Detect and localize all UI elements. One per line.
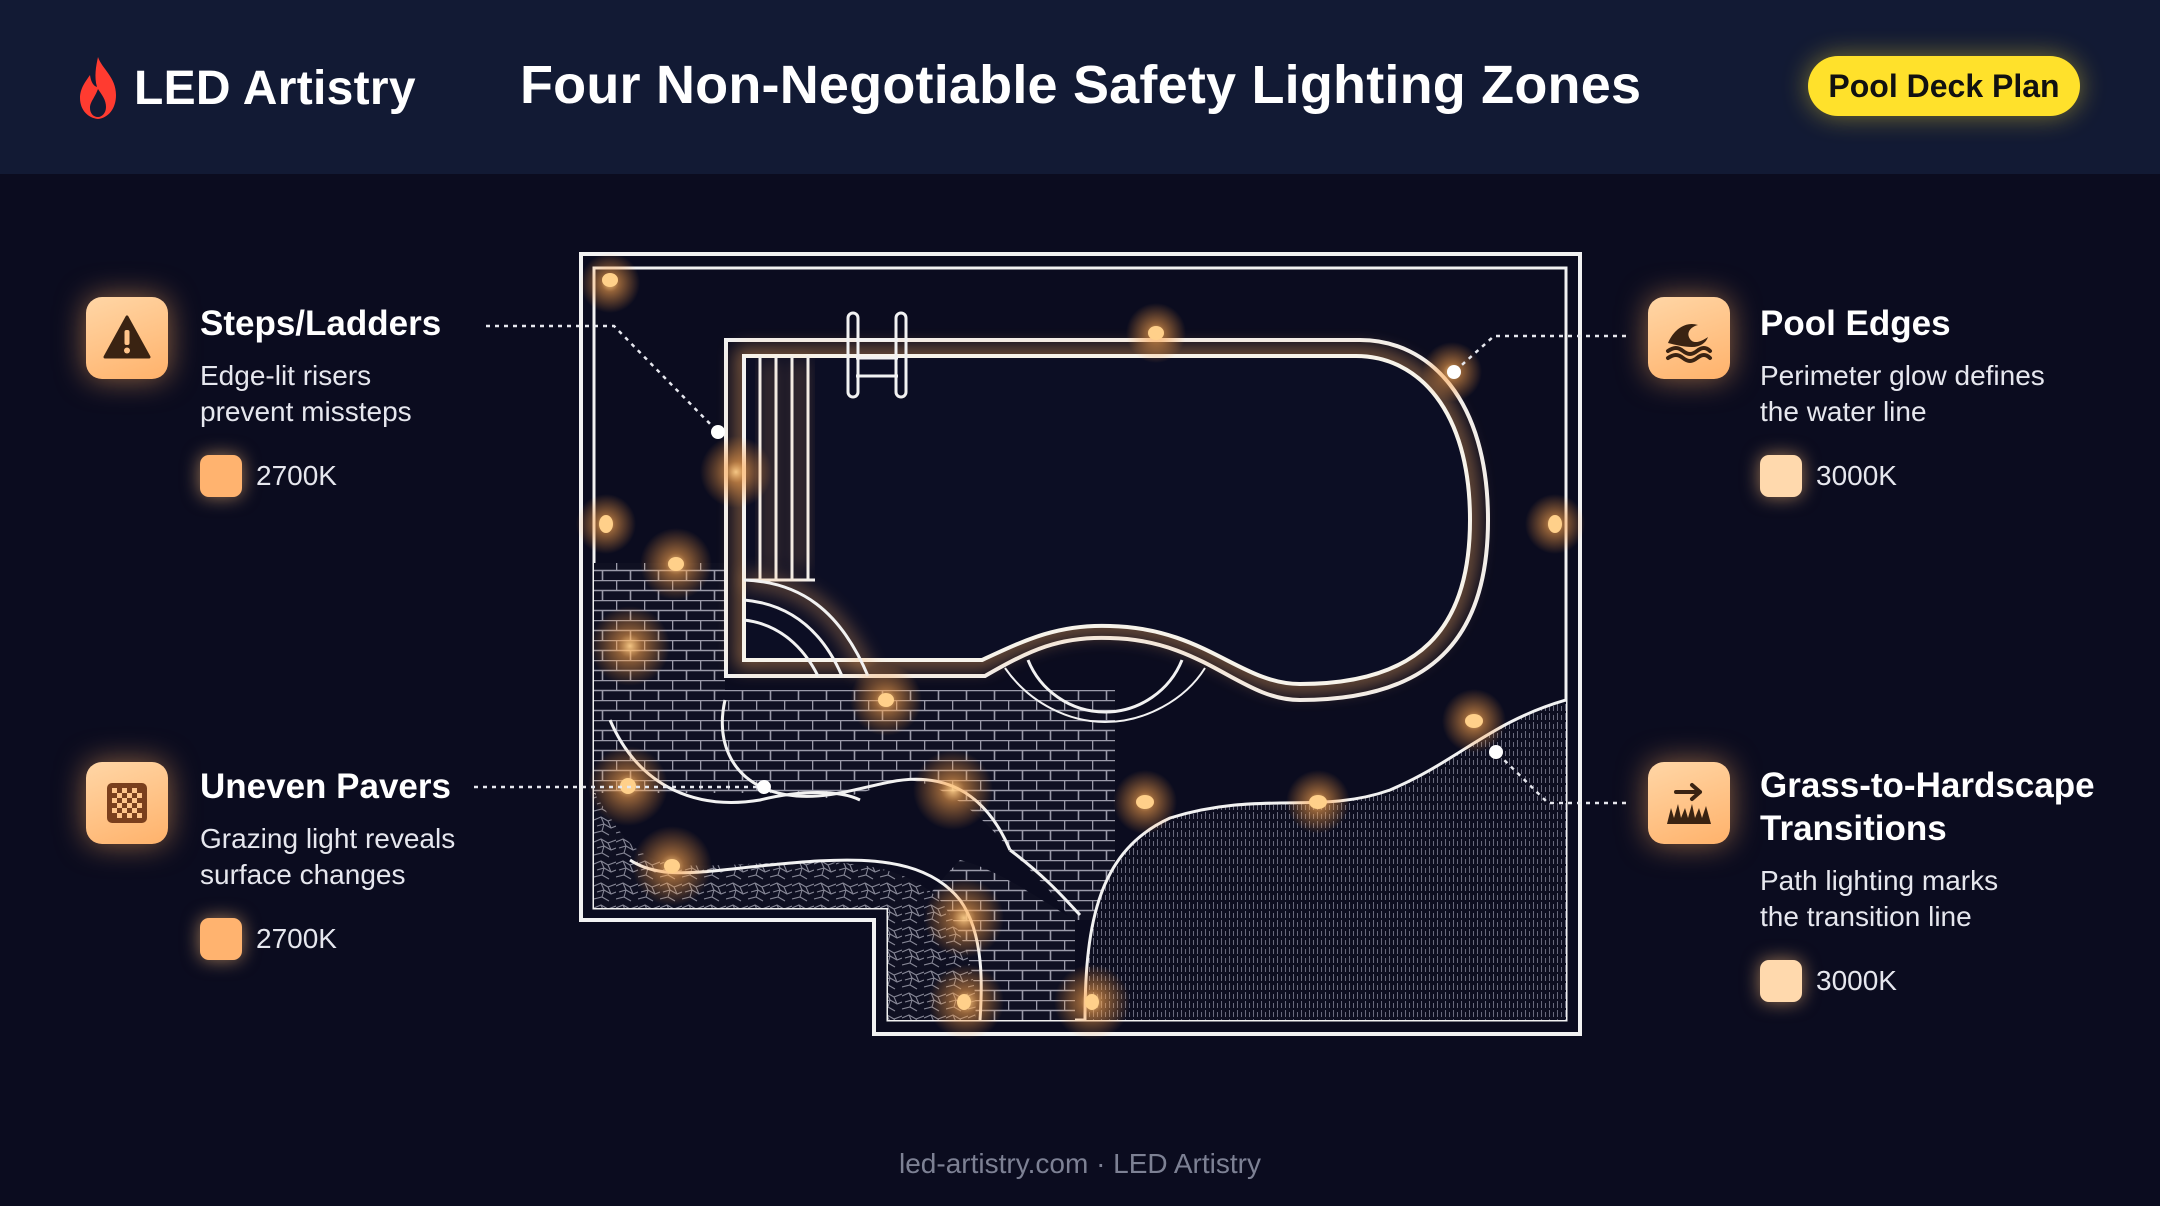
wave-icon-tile [1648, 297, 1730, 379]
description-line: Edge-lit risers [200, 360, 372, 391]
description-line: the transition line [1760, 901, 1972, 932]
title-line: Grass-to-Hardscape [1760, 766, 2095, 805]
zone-description: Perimeter glow defines the water line [1760, 358, 2120, 430]
footer-credit[interactable]: led-artistry.com · LED Artistry [899, 1148, 1261, 1179]
pool-ladder [846, 311, 908, 399]
brand-name: LED Artistry [134, 61, 416, 115]
page-title: Four Non-Negotiable Safety Lighting Zone… [520, 55, 1642, 115]
callout-leaders [474, 324, 1626, 805]
color-temp-label: 2700K [256, 923, 337, 954]
color-temp-swatch [1760, 960, 1802, 1002]
warning-icon [103, 315, 151, 359]
zone-description: Edge-lit risers prevent missteps [200, 358, 560, 430]
color-temp-swatch [200, 918, 242, 960]
description-line: prevent missteps [200, 396, 412, 427]
zone-title: Steps/Ladders [200, 304, 442, 343]
description-line: surface changes [200, 859, 406, 890]
description-line: Grazing light reveals [200, 823, 456, 854]
deck-outer-wall [579, 252, 1582, 1036]
header-bar: LED Artistry Four Non-Negotiable Safety … [0, 0, 2160, 174]
color-temp-label: 3000K [1816, 965, 1897, 996]
zone-title: Pool Edges [1760, 304, 1951, 343]
stone-area [594, 793, 976, 1020]
description-line: Path lighting marks [1760, 865, 1999, 896]
flame-icon [80, 57, 116, 119]
wave-icon [1666, 323, 1712, 363]
color-temp-swatch [1760, 455, 1802, 497]
color-temp-swatch [200, 455, 242, 497]
brand[interactable]: LED Artistry [72, 48, 416, 128]
description-line: the water line [1760, 396, 1927, 427]
texture-grid-icon-tile [86, 762, 168, 844]
title-line: Transitions [1760, 809, 1947, 848]
grass-arrow-icon-tile [1648, 762, 1730, 844]
pool-coping [724, 338, 1491, 703]
texture-grid-icon [107, 783, 147, 823]
zone-title: Uneven Pavers [200, 767, 451, 806]
paver-area-center [725, 690, 1115, 920]
plan-badge[interactable]: Pool Deck Plan [1808, 56, 2080, 116]
zone-description: Grazing light reveals surface changes [200, 821, 560, 893]
zone-title: Grass-to-Hardscape Transitions [1760, 764, 2095, 850]
grass-arrow-icon [1667, 783, 1711, 824]
grass-area [1085, 700, 1566, 1020]
zone-description: Path lighting marks the transition line [1760, 863, 2120, 935]
color-temp-label: 2700K [256, 460, 337, 491]
warning-icon-tile [86, 297, 168, 379]
description-line: Perimeter glow defines [1760, 360, 2045, 391]
color-temp-label: 3000K [1816, 460, 1897, 491]
